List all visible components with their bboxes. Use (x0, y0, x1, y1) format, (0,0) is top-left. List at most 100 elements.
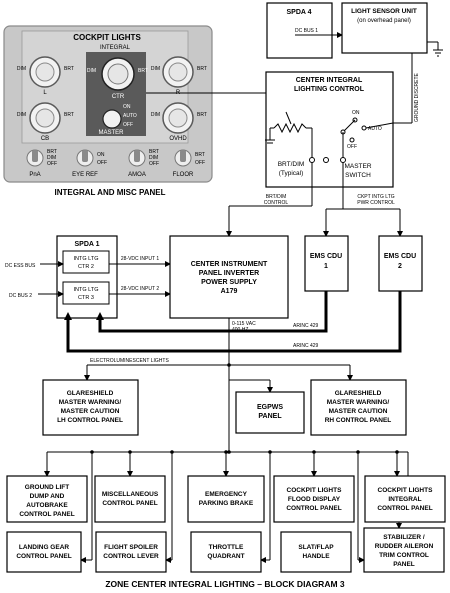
knob-ovhd-brt: BRT (197, 112, 207, 118)
svg-text:SWITCH: SWITCH (345, 172, 371, 179)
knob-cb-dim: DIM (17, 112, 26, 118)
box-emergency-parking-brake: EMERGENCY PARKING BRAKE (187, 475, 265, 523)
knob-ovhd-dim: DIM (151, 112, 160, 118)
light-sensor-box: LIGHT SENSOR UNIT (on overhead panel) (341, 2, 428, 54)
svg-text:MASTER: MASTER (344, 163, 371, 170)
svg-text:AUTO: AUTO (368, 126, 382, 132)
svg-text:PARKING BRAKE: PARKING BRAKE (199, 500, 254, 507)
knob-ovhd[interactable]: DIM BRT OVHD (151, 102, 207, 142)
toggle-pna-label: PnA (29, 172, 40, 178)
panel-integral-label: INTEGRAL (100, 45, 131, 51)
svg-text:INTEGRAL: INTEGRAL (388, 496, 421, 503)
glareshield-lh-box: GLARESHIELD MASTER WARNING/ MASTER CAUTI… (42, 379, 139, 436)
toggle-floor[interactable]: BRT OFF FLOOR (173, 149, 205, 178)
svg-text:CTR 2: CTR 2 (78, 264, 94, 270)
svg-text:INTG LTG: INTG LTG (74, 256, 99, 262)
knob-ctr[interactable]: DIM BRT CTR (87, 57, 148, 100)
dc-ess-bus-label: DC ESS BUS (5, 263, 36, 269)
toggle-floor-label: FLOOR (173, 172, 194, 178)
arinc-label-1: ARINC 429 (293, 323, 319, 329)
knob-r[interactable]: DIM BRT R (151, 56, 207, 96)
svg-text:AUTOBRAKE: AUTOBRAKE (26, 502, 68, 509)
svg-text:HANDLE: HANDLE (302, 553, 330, 560)
knob-cb[interactable]: DIM BRT CB (17, 102, 74, 142)
svg-text:PANEL INVERTER: PANEL INVERTER (199, 270, 259, 277)
svg-text:EGPWS: EGPWS (257, 404, 283, 411)
spda4-box: SPDA 4 (266, 2, 333, 59)
svg-text:EMERGENCY: EMERGENCY (205, 491, 248, 498)
svg-text:LANDING GEAR: LANDING GEAR (19, 544, 70, 551)
knob-r-dim: DIM (151, 66, 160, 72)
input1-label: 28-VDC INPUT 1 (121, 256, 159, 262)
panel-title: COCKPIT LIGHTS (73, 33, 141, 42)
dc-bus-1-label: DC BUS 1 (295, 28, 318, 34)
spda1-box: SPDA 1 INTG LTG CTR 2 INTG LTG CTR 3 (56, 235, 118, 319)
svg-text:GROUND LIFT: GROUND LIFT (25, 484, 69, 491)
knob-ctr-label: CTR (112, 94, 125, 100)
box-stabilizer-trim: STABILIZER / RUDDER AILERON TRIM CONTROL… (363, 527, 445, 573)
toggle-eyeref-label: EYE REF (72, 172, 98, 178)
svg-text:LH CONTROL PANEL: LH CONTROL PANEL (57, 417, 123, 424)
center-integral-lighting-control-box: CENTER INTEGRAL LIGHTING CONTROL ON AUTO… (265, 71, 394, 188)
svg-text:INTG LTG: INTG LTG (74, 287, 99, 293)
svg-text:OFF: OFF (97, 160, 107, 166)
egpws-panel-box: EGPWS PANEL (235, 391, 305, 434)
arinc-label-2: ARINC 429 (293, 343, 319, 349)
arinc-bus-lines (66, 291, 402, 353)
master-switch-knob[interactable]: ON AUTO OFF MASTER (98, 104, 136, 136)
svg-text:2: 2 (398, 263, 402, 270)
svg-text:FLIGHT SPOILER: FLIGHT SPOILER (104, 544, 158, 551)
vac-label-1: 0-115 VAC (232, 321, 256, 327)
svg-text:SPDA 4: SPDA 4 (286, 9, 311, 16)
svg-text:SLAT/FLAP: SLAT/FLAP (298, 544, 334, 551)
svg-text:LIGHT SENSOR UNIT: LIGHT SENSOR UNIT (351, 8, 417, 15)
glareshield-rh-box: GLARESHIELD MASTER WARNING/ MASTER CAUTI… (310, 379, 407, 436)
svg-text:STABILIZER /: STABILIZER / (383, 534, 425, 541)
knob-cb-label: CB (41, 136, 49, 142)
svg-text:CONTROL: CONTROL (264, 200, 289, 206)
brt-dim-control-label: BRT/DIM (266, 194, 286, 200)
svg-text:(Typical): (Typical) (279, 170, 304, 177)
knob-ovhd-label: OVHD (169, 136, 187, 142)
svg-text:SPDA 1: SPDA 1 (74, 241, 99, 248)
svg-text:A179: A179 (221, 288, 238, 295)
integral-misc-panel: COCKPIT LIGHTS INTEGRAL DIM BRT L DIM BR… (3, 25, 213, 197)
svg-text:OFF: OFF (47, 161, 57, 167)
svg-text:CONTROL LEVER: CONTROL LEVER (103, 553, 159, 560)
knob-ctr-dim: DIM (87, 68, 96, 74)
svg-text:TRIM CONTROL: TRIM CONTROL (379, 552, 429, 559)
box-slat-flap-handle: SLAT/FLAP HANDLE (280, 531, 352, 573)
panel-caption: INTEGRAL AND MISC PANEL (55, 188, 166, 197)
ground-symbol-sensor (427, 41, 443, 57)
svg-text:CENTER INTEGRAL: CENTER INTEGRAL (296, 77, 363, 84)
row1-connectors (44, 452, 400, 563)
input2-label: 28-VDC INPUT 2 (121, 286, 159, 292)
svg-text:CONTROL PANEL: CONTROL PANEL (16, 553, 71, 560)
master-label: MASTER (98, 130, 124, 136)
svg-text:CONTROL PANEL: CONTROL PANEL (102, 500, 157, 507)
svg-text:CTR 3: CTR 3 (78, 295, 94, 301)
diagram-caption: ZONE CENTER INTEGRAL LIGHTING – BLOCK DI… (105, 579, 345, 589)
toggle-eyeref[interactable]: ON OFF EYE REF (72, 149, 107, 178)
dc-bus-2-label: DC BUS 2 (9, 293, 32, 299)
brt-dim-potentiometer (269, 111, 313, 158)
svg-text:EMS CDU: EMS CDU (384, 253, 416, 260)
svg-text:BRT/DIM: BRT/DIM (278, 161, 305, 168)
knob-r-brt: BRT (197, 66, 207, 72)
toggle-pna[interactable]: BRT DIM OFF PnA (26, 149, 57, 178)
box-landing-gear: LANDING GEAR CONTROL PANEL (6, 531, 82, 573)
knob-cb-brt: BRT (64, 112, 74, 118)
svg-text:OFF: OFF (149, 161, 159, 167)
svg-text:MASTER WARNING/: MASTER WARNING/ (327, 399, 390, 406)
vac-label-2: 400 HZ (232, 327, 248, 333)
svg-text:1: 1 (324, 263, 328, 270)
knob-l[interactable]: DIM BRT L (17, 56, 74, 96)
toggle-amoa[interactable]: BRT DIM OFF AMOA (128, 149, 159, 178)
svg-text:PWR CONTROL: PWR CONTROL (357, 200, 395, 206)
svg-text:GLARESHIELD: GLARESHIELD (67, 390, 114, 397)
svg-text:BRT: BRT (149, 149, 159, 155)
master-switch-symbol (340, 117, 394, 158)
svg-text:CONTROL PANEL: CONTROL PANEL (286, 505, 341, 512)
svg-text:PANEL: PANEL (393, 561, 415, 568)
master-on: ON (123, 104, 131, 110)
